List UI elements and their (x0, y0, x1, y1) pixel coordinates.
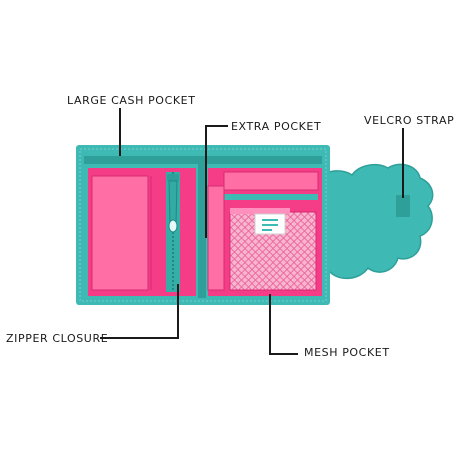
leader-zipper (100, 284, 179, 339)
zipper (166, 172, 180, 292)
mesh-pocket (226, 206, 320, 292)
leader-mesh (269, 294, 298, 355)
label-extra-pocket: EXTRA POCKET (231, 120, 322, 133)
wallet-body (76, 145, 330, 305)
label-velcro-strap: VELCRO STRAP (364, 114, 455, 127)
extra-pocket (207, 185, 225, 291)
velcro-strap (317, 163, 434, 280)
card-slot-right (223, 171, 319, 191)
label-zipper-closure: ZIPPER CLOSURE (6, 332, 109, 345)
leader-lines (100, 108, 404, 355)
label-mesh-pocket: MESH POCKET (304, 346, 390, 359)
leader-extra (205, 125, 228, 238)
velcro-patch (396, 195, 410, 217)
card-slot-left (91, 175, 149, 291)
label-large-cash-pocket: LARGE CASH POCKET (67, 94, 196, 107)
